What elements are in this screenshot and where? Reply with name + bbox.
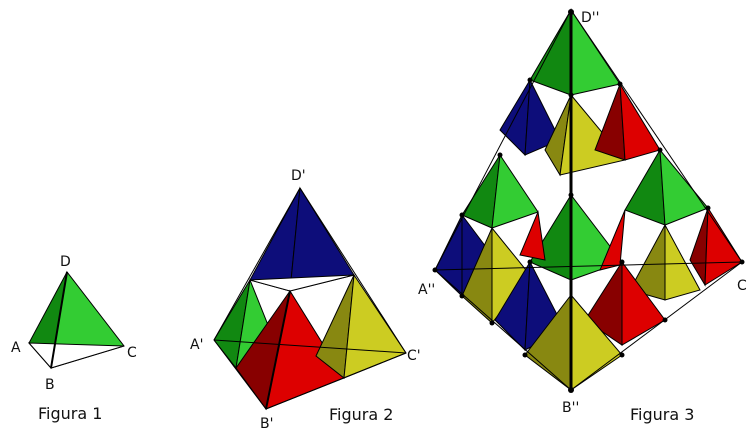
figure-3-vertex-dots [432, 9, 745, 393]
figure-2-sub-tetrahedron-right-yellow [315, 273, 407, 379]
figure-3-tetra-inner-red [519, 209, 626, 271]
figure-1-label-C: C [127, 345, 137, 361]
figure-2: D' A' B' C' Figura 2 [190, 168, 421, 432]
figure-2-label-D: D' [291, 168, 306, 184]
figure-3-label-B: B'' [562, 400, 579, 416]
figure-1: D A B C Figura 1 [11, 254, 137, 423]
figure-1-tetrahedron [27, 270, 125, 370]
figure-3-tetra-right-red [689, 206, 743, 287]
figure-1-label-A: A [11, 340, 21, 356]
figure-1-base-face [27, 342, 125, 369]
figure-3-tetra-mid-right-green [624, 148, 709, 226]
figure-2-caption: Figura 2 [329, 405, 393, 424]
figure-1-label-D: D [60, 254, 71, 270]
figure-3-caption: Figura 3 [630, 405, 694, 424]
figure-3-tetra-lower-blue [494, 260, 566, 352]
figure-2-label-B: B' [260, 416, 273, 432]
figure-2-sub-tetrahedron-top-blue [249, 186, 355, 292]
figure-3-outline [434, 9, 743, 391]
figure-3-tetra-upper-red [594, 83, 661, 161]
figure-1-label-B: B [45, 377, 55, 393]
figure-3-label-C: C [737, 278, 747, 294]
figure-3-tetra-mid-left-green [461, 153, 539, 229]
figure-2-outline [213, 187, 407, 410]
figure-3-tetra-top-green [529, 8, 621, 96]
figure-2-label-C: C' [407, 348, 421, 364]
figure-1-caption: Figura 1 [38, 404, 102, 423]
figure-2-label-A: A' [190, 337, 203, 353]
figure-3-label-A: A'' [418, 282, 435, 298]
figure-3: D'' A'' B'' C Figura 3 [418, 8, 747, 424]
figure-3-label-D: D'' [581, 10, 599, 26]
figure-3-tetra-right-yellow [629, 224, 701, 301]
